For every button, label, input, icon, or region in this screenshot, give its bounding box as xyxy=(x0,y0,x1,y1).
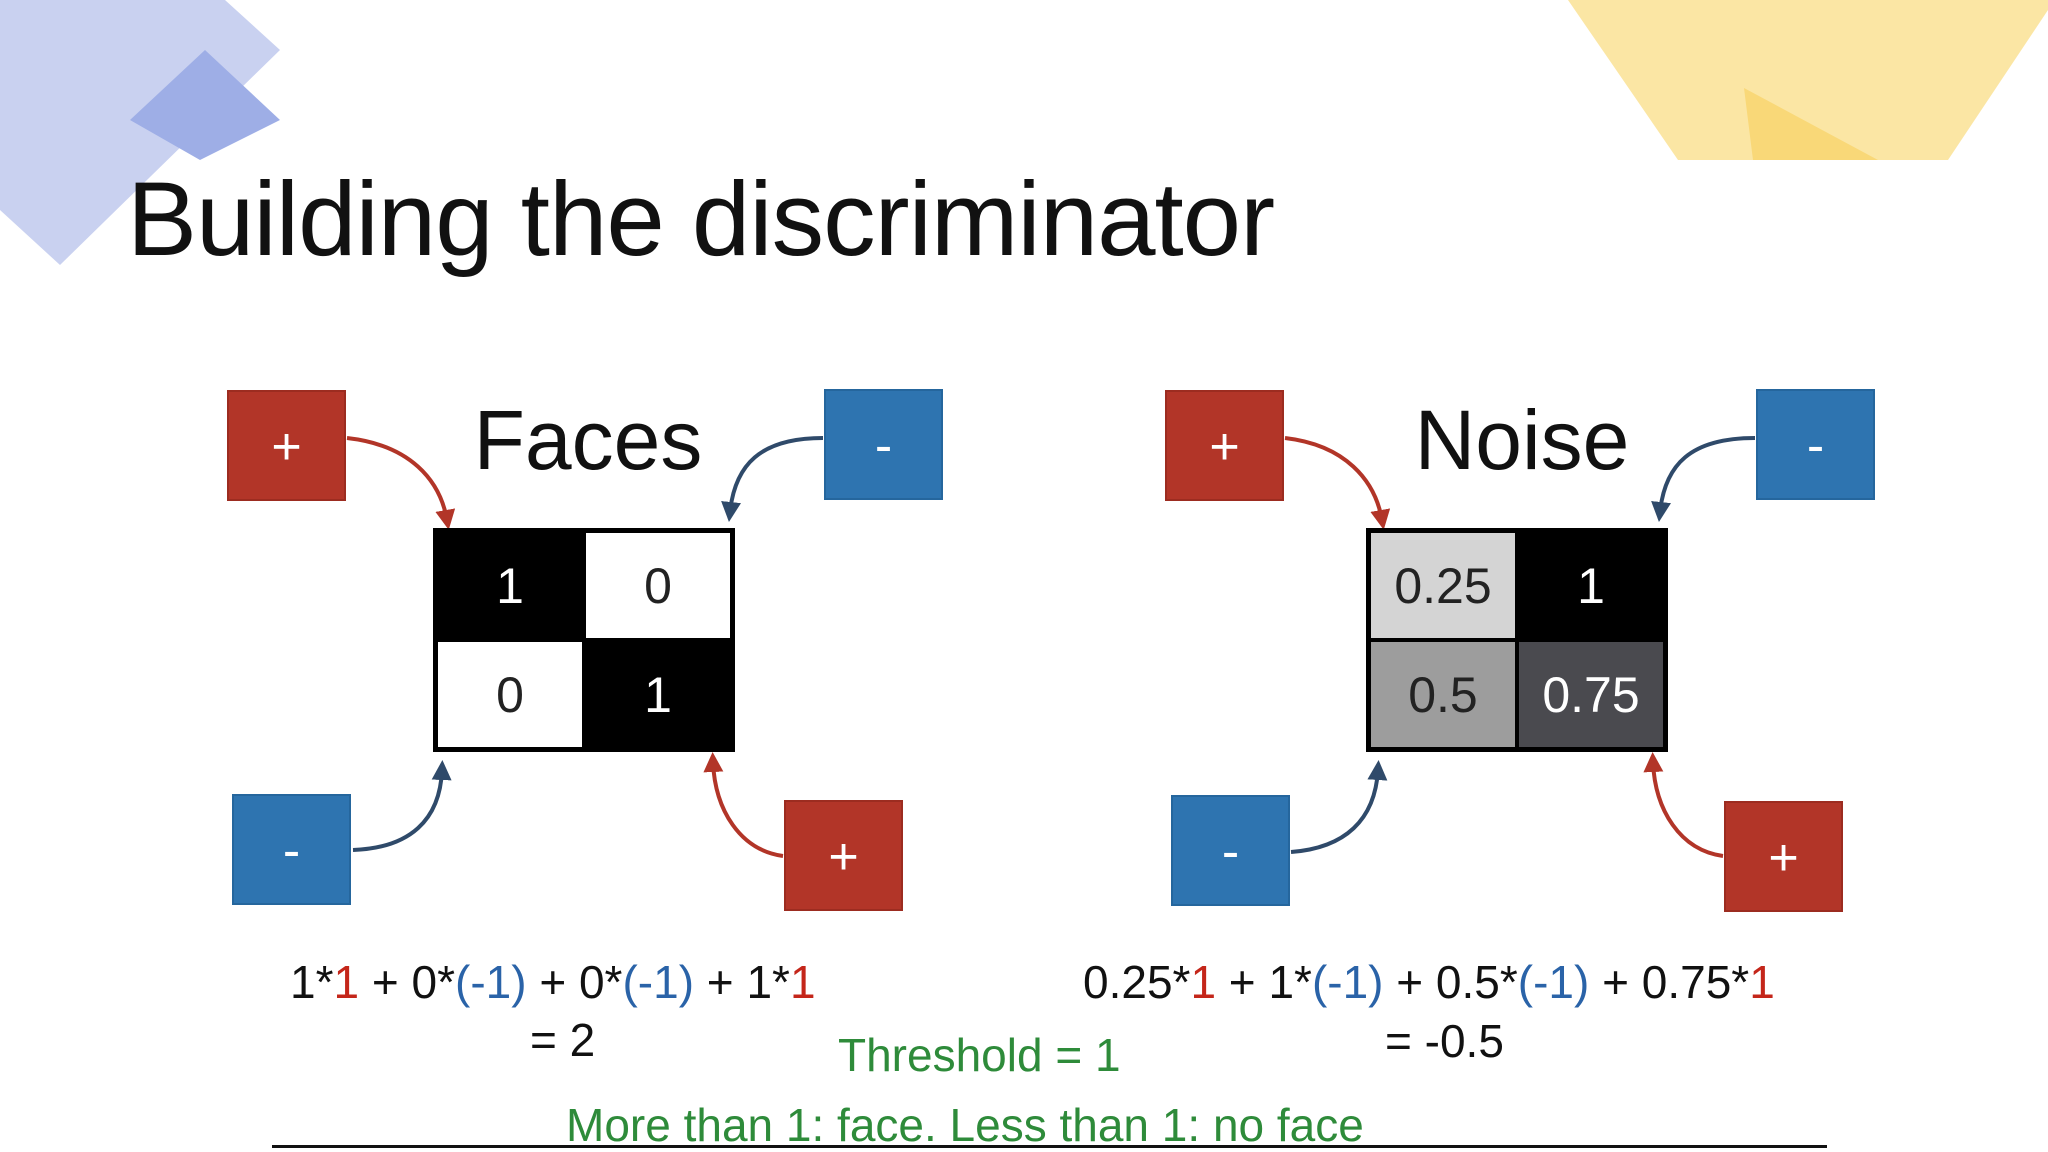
faces-arrow-bottom-left xyxy=(352,760,452,852)
noise-arrow-bottom-right xyxy=(1643,752,1724,858)
faces-cell: 0 xyxy=(586,533,730,638)
noise-weight-bottom-right: + xyxy=(1724,801,1843,912)
faces-result: = 2 xyxy=(530,1014,596,1066)
faces-arrow-top-left xyxy=(346,436,456,530)
noise-cell: 0.25 xyxy=(1371,533,1515,638)
noise-cell: 0.5 xyxy=(1371,642,1515,747)
noise-label: Noise xyxy=(1414,393,1630,487)
noise-weight-bottom-left: - xyxy=(1171,795,1290,906)
noise-cell: 0.75 xyxy=(1519,642,1663,747)
decorative-shapes-right xyxy=(1568,0,2048,160)
faces-grid: 1 0 0 1 xyxy=(433,528,735,752)
noise-arrow-bottom-left xyxy=(1290,760,1388,854)
noise-grid: 0.25 1 0.5 0.75 xyxy=(1366,528,1668,752)
threshold-text: Threshold = 1 xyxy=(838,1029,1121,1081)
noise-weight-top-right: - xyxy=(1756,389,1875,500)
faces-weight-bottom-right: + xyxy=(784,800,903,911)
noise-arrow-top-right xyxy=(1651,436,1756,522)
faces-weight-top-right: - xyxy=(824,389,943,500)
faces-cell: 1 xyxy=(438,533,582,638)
noise-arrow-top-left xyxy=(1284,436,1391,530)
decision-rule-text: More than 1: face. Less than 1: no face xyxy=(566,1099,1364,1151)
noise-equation: 0.25*1 + 1*(-1) + 0.5*(-1) + 0.75*1 xyxy=(1083,956,1775,1008)
slide-title: Building the discriminator xyxy=(127,161,1275,278)
faces-label: Faces xyxy=(473,393,703,487)
noise-result: = -0.5 xyxy=(1385,1015,1504,1067)
decorative-shapes-left xyxy=(0,0,280,265)
faces-equation: 1*1 + 0*(-1) + 0*(-1) + 1*1 xyxy=(290,956,816,1008)
noise-cell: 1 xyxy=(1519,533,1663,638)
faces-weight-top-left: + xyxy=(227,390,346,501)
faces-arrow-top-right xyxy=(721,436,824,522)
faces-cell: 1 xyxy=(586,642,730,747)
faces-arrow-bottom-right xyxy=(703,752,784,858)
bottom-divider xyxy=(272,1145,1827,1148)
faces-weight-bottom-left: - xyxy=(232,794,351,905)
noise-weight-top-left: + xyxy=(1165,390,1284,501)
faces-cell: 0 xyxy=(438,642,582,747)
